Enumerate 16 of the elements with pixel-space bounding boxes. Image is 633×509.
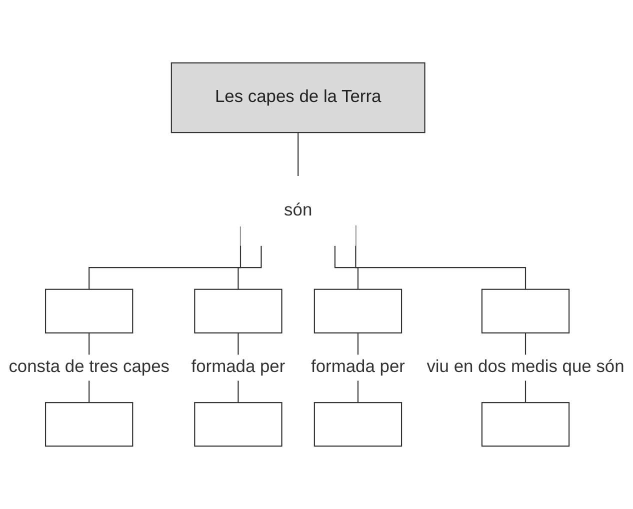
edge-label: viu en dos medis que són	[426, 358, 624, 376]
edge-label: consta de tres capes	[8, 358, 170, 376]
connector	[238, 246, 262, 290]
node-box	[481, 288, 570, 334]
node-box	[314, 402, 402, 447]
node-box	[194, 402, 282, 447]
node-box	[314, 288, 402, 334]
node-box	[194, 288, 282, 334]
node-box	[44, 288, 134, 334]
edge-label: formada per	[311, 358, 405, 376]
connector	[334, 246, 359, 290]
node-box	[481, 402, 570, 447]
edge-label: formada per	[191, 358, 286, 376]
node-box: Les capes de la Terra	[170, 62, 426, 134]
node-box	[44, 402, 134, 447]
connector	[298, 132, 299, 177]
